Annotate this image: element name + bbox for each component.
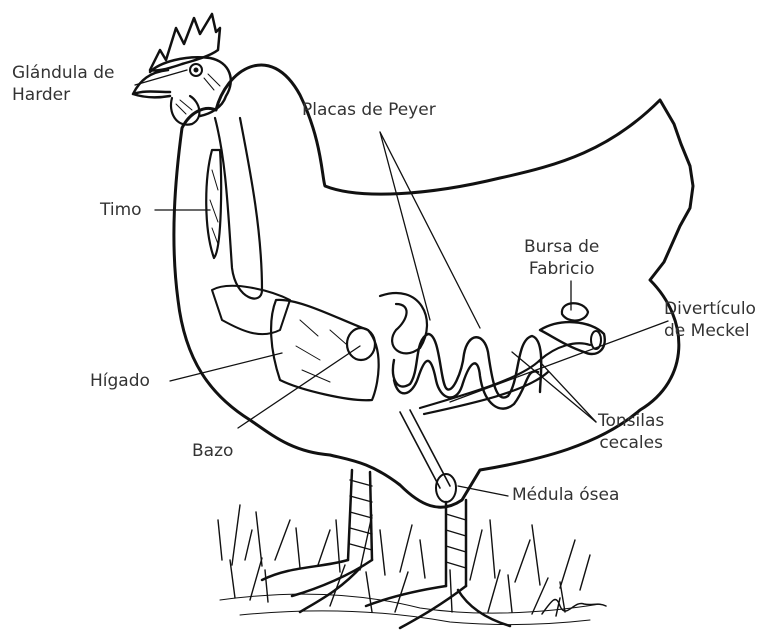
neck-inner [215,118,262,299]
label-bursa-line2: Fabricio [524,258,599,280]
liver-upper [212,286,290,334]
label-tonsilas: Tonsilas cecales [598,410,664,454]
label-tonsilas-line2: cecales [598,432,664,454]
label-tonsilas-line1: Tonsilas [598,410,664,432]
label-harder-line2: Harder [12,84,114,106]
label-meckel: Divertículo de Meckel [664,298,756,342]
label-harder-line1: Glándula de [12,62,114,84]
right-foot [366,586,510,628]
label-meckel-line2: de Meckel [664,320,756,342]
bursa [562,303,588,320]
grass [218,505,600,625]
left-foot [262,560,372,612]
femur [400,410,450,488]
label-harder: Glándula de Harder [12,62,114,106]
label-medula: Médula ósea [512,484,619,506]
right-leg [446,500,466,586]
label-higado: Hígado [90,370,150,392]
label-meckel-line1: Divertículo [664,298,756,320]
signature-mark [542,598,606,616]
leader-lines [135,70,668,496]
label-bazo: Bazo [192,440,233,462]
spleen [347,328,375,360]
label-timo: Timo [100,199,142,221]
label-peyer: Placas de Peyer [302,99,436,121]
pupil [194,68,198,72]
comb [150,14,220,71]
liver [271,300,379,400]
label-bursa: Bursa de Fabricio [524,236,599,280]
label-bursa-line1: Bursa de [524,236,599,258]
thymus [206,150,221,258]
